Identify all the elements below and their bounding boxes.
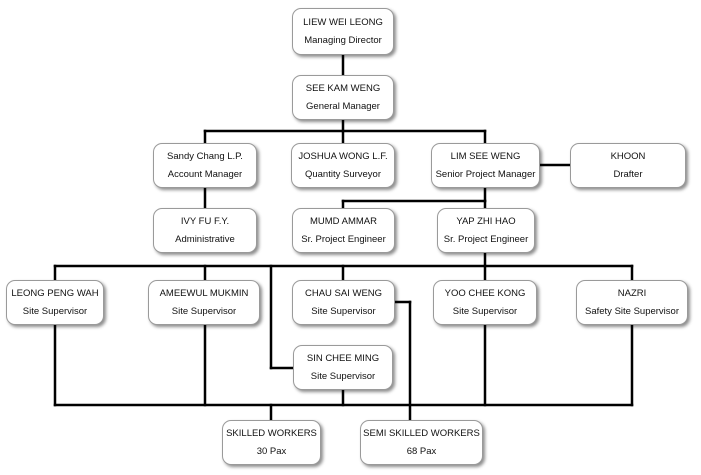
node-safety-site-supervisor: NAZRI Safety Site Supervisor — [576, 280, 688, 325]
node-name: NAZRI — [617, 288, 647, 300]
node-role: Sr. Project Engineer — [443, 233, 529, 245]
node-role: Site Supervisor — [311, 305, 376, 317]
node-sr-project-engineer-1: MUMD AMMAR Sr. Project Engineer — [292, 208, 395, 253]
node-general-manager: SEE KAM WENG General Manager — [292, 75, 394, 120]
node-name: YAP ZHI HAO — [456, 216, 516, 228]
node-role: Site Supervisor — [22, 305, 88, 317]
node-name: LIM SEE WENG — [450, 151, 521, 163]
node-name: IVY FU F.Y. — [180, 216, 230, 228]
node-site-supervisor-1: LEONG PENG WAH Site Supervisor — [6, 280, 104, 325]
node-site-supervisor-4: YOO CHEE KONG Site Supervisor — [433, 280, 537, 325]
node-name: LIEW WEI LEONG — [303, 16, 383, 28]
node-semi-skilled-workers: SEMI SKILLED WORKERS 68 Pax — [360, 420, 483, 465]
node-role: Managing Director — [304, 35, 382, 47]
node-sr-project-engineer-2: YAP ZHI HAO Sr. Project Engineer — [437, 208, 535, 253]
node-name: LEONG PENG WAH — [11, 288, 99, 300]
node-account-manager: Sandy Chang L.P. Account Manager — [153, 143, 257, 188]
node-role: General Manager — [306, 100, 380, 112]
node-role: Sr. Project Engineer — [301, 233, 386, 245]
node-role: Senior Project Manager — [435, 168, 536, 180]
node-role: 68 Pax — [406, 445, 437, 457]
node-name: SEE KAM WENG — [305, 83, 381, 95]
node-role: Administrative — [175, 233, 235, 245]
node-site-supervisor-3: CHAU SAI WENG Site Supervisor — [292, 280, 395, 325]
node-role: Site Supervisor — [452, 305, 518, 317]
node-name: SEMI SKILLED WORKERS — [363, 428, 480, 440]
node-name: AMEEWUL MUKMIN — [159, 288, 249, 300]
node-name: MUMD AMMAR — [309, 216, 378, 228]
node-role: Account Manager — [167, 168, 243, 180]
node-role: Site Supervisor — [171, 305, 237, 317]
node-skilled-workers: SKILLED WORKERS 30 Pax — [222, 420, 321, 465]
node-name: JOSHUA WONG L.F. — [298, 151, 388, 163]
node-name: YOO CHEE KONG — [444, 288, 526, 300]
node-name: Sandy Chang L.P. — [167, 151, 243, 163]
node-role: Drafter — [613, 168, 643, 180]
node-quantity-surveyor: JOSHUA WONG L.F. Quantity Surveyor — [291, 143, 395, 188]
node-role: 30 Pax — [256, 445, 287, 457]
node-name: KHOON — [610, 151, 646, 163]
node-administrative: IVY FU F.Y. Administrative — [153, 208, 257, 253]
node-role: Safety Site Supervisor — [585, 305, 679, 317]
node-senior-project-manager: LIM SEE WENG Senior Project Manager — [431, 143, 540, 188]
node-name: SIN CHEE MING — [306, 353, 380, 365]
node-name: CHAU SAI WENG — [304, 288, 383, 300]
node-name: SKILLED WORKERS — [226, 428, 317, 440]
node-role: Quantity Surveyor — [304, 168, 382, 180]
node-site-supervisor-2: AMEEWUL MUKMIN Site Supervisor — [148, 280, 260, 325]
node-managing-director: LIEW WEI LEONG Managing Director — [292, 8, 394, 55]
node-role: Site Supervisor — [310, 370, 376, 382]
node-drafter: KHOON Drafter — [570, 143, 686, 188]
node-site-supervisor-6: SIN CHEE MING Site Supervisor — [293, 345, 393, 390]
